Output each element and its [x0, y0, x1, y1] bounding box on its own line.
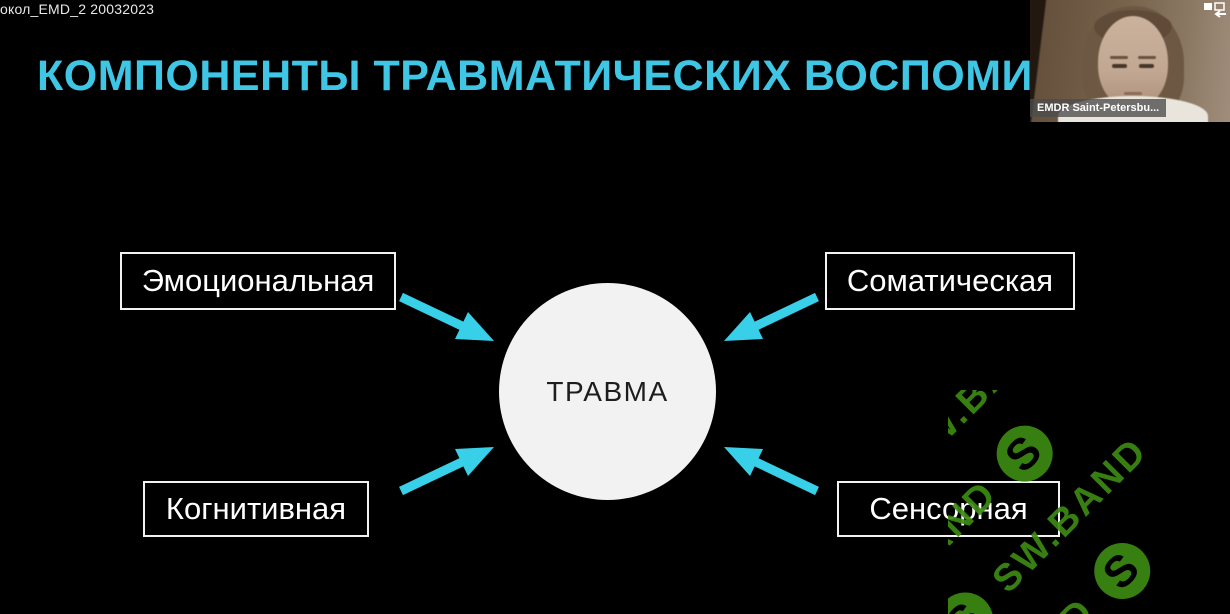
component-box-sensory: Сенсорная: [837, 481, 1060, 537]
trauma-label: ТРАВМА: [546, 375, 669, 407]
webcam-tile[interactable]: EMDR Saint-Petersbu...: [1030, 0, 1230, 122]
component-label-sensory: Сенсорная: [869, 491, 1028, 526]
component-box-cognitive: Когнитивная: [143, 481, 369, 537]
minimize-video-icon[interactable]: [1201, 2, 1227, 18]
arrow-sensory-to-trauma: [724, 447, 819, 496]
arrow-somatic-to-trauma: [724, 292, 819, 341]
recording-filename: окол_EMD_2 20032023: [0, 1, 155, 17]
arrow-cognitive-to-trauma: [399, 447, 494, 496]
component-label-emotional: Эмоциональная: [141, 263, 375, 298]
slide-title: КОМПОНЕНТЫ ТРАВМАТИЧЕСКИХ ВОСПОМИНАНИЙ: [37, 52, 1191, 100]
component-box-emotional: Эмоциональная: [120, 252, 396, 310]
trauma-circle: ТРАВМА: [499, 283, 716, 500]
component-label-somatic: Соматическая: [846, 263, 1054, 298]
component-box-somatic: Соматическая: [825, 252, 1075, 310]
component-label-cognitive: Когнитивная: [165, 491, 347, 526]
arrow-emotional-to-trauma: [399, 292, 494, 341]
participant-name-label: EMDR Saint-Petersbu...: [1030, 99, 1167, 117]
